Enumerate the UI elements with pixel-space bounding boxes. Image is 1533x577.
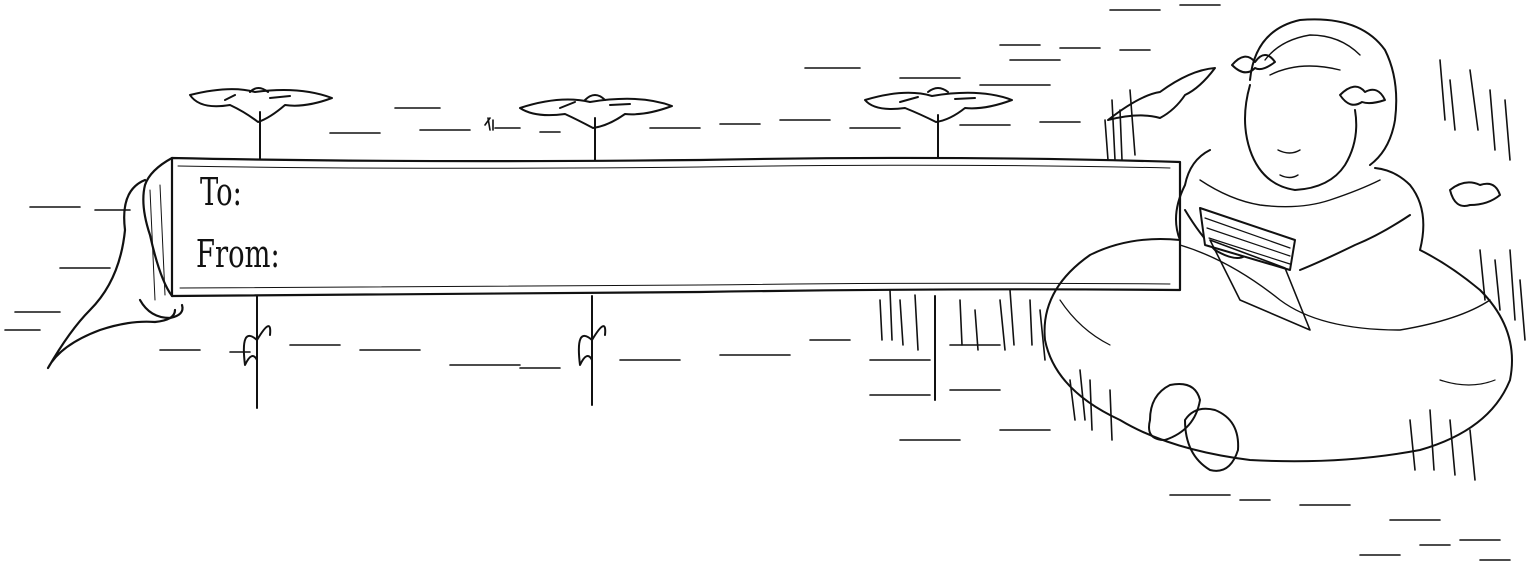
daisy-icon: [189, 87, 333, 161]
daisy-icon: [864, 87, 1013, 161]
grass-strokes: [4, 4, 1526, 561]
daisy-icon: [1107, 67, 1216, 121]
daisy-icon: [1449, 181, 1501, 207]
flower-stems: [242, 295, 936, 409]
to-label: To:: [200, 170, 242, 214]
child-reading-figure: [1043, 18, 1513, 472]
daisy-icon: [519, 94, 673, 161]
from-label: From:: [196, 232, 280, 276]
ribbon-banner: [46, 156, 1182, 370]
